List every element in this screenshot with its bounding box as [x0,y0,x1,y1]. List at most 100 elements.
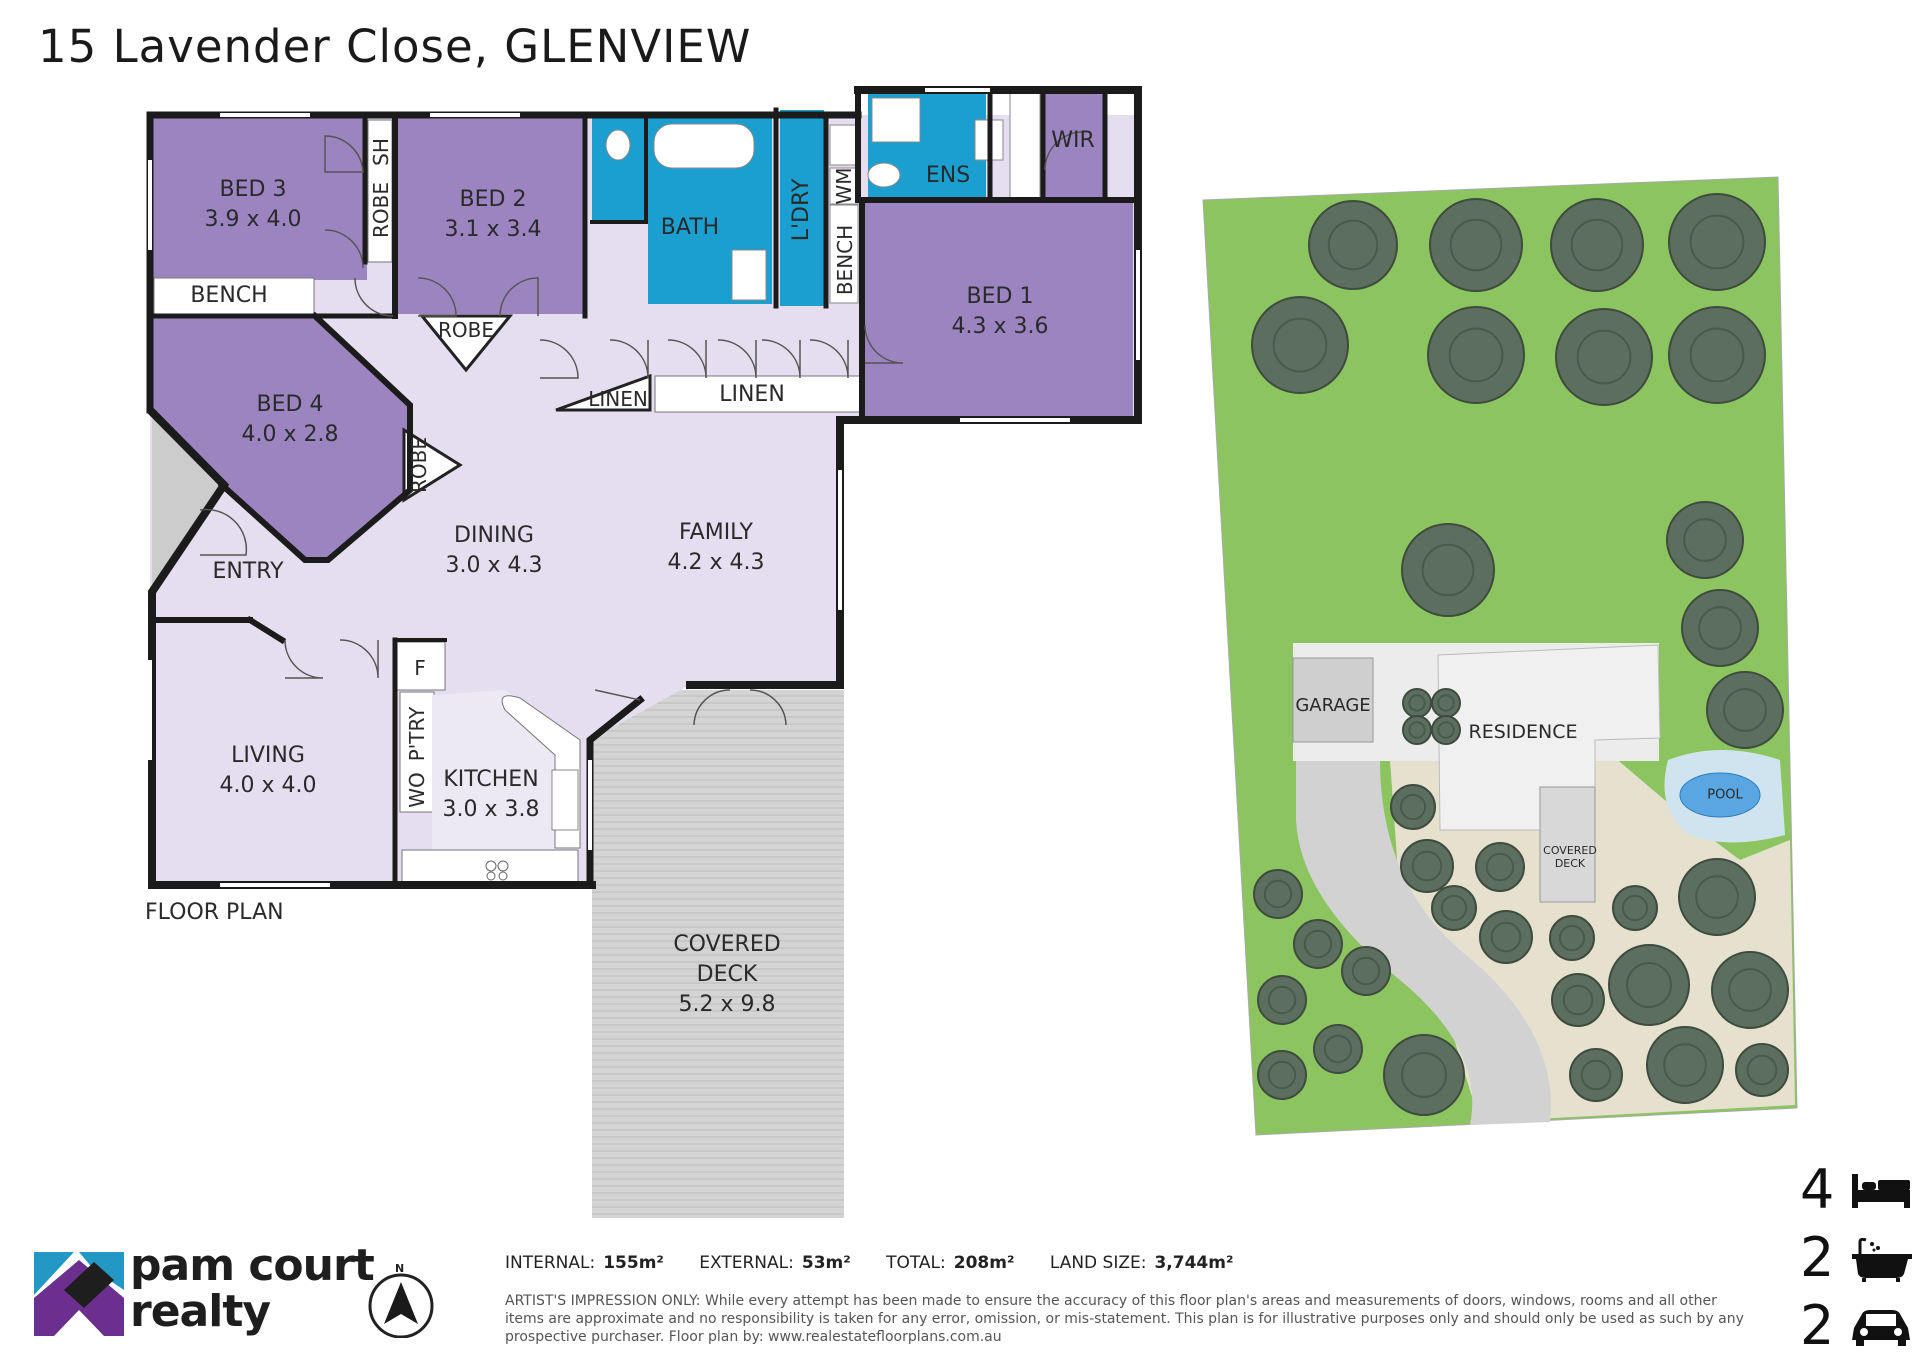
tree-canopy-ring [1449,218,1503,272]
bathrooms-feature: 2 [1800,1228,1920,1288]
tree-icon [1431,688,1461,718]
tree-icon [1551,973,1605,1027]
room-bed1-size: 4.3 x 3.6 [951,314,1049,339]
tree-canopy-ring [1490,921,1522,953]
label-ens: ENS [925,163,971,188]
site-residence [1437,644,1661,831]
tree-icon [1251,296,1349,394]
room-dining-size: 3.0 x 4.3 [445,553,543,578]
tree-canopy-ring [1437,721,1455,739]
tree-icon [1293,919,1343,969]
area-stats: INTERNAL:155m² EXTERNAL:53m² TOTAL:208m²… [505,1253,1263,1273]
room-living-name: LIVING [231,743,305,768]
tree-canopy-ring [1562,984,1594,1016]
tree-icon [1608,944,1690,1026]
car-icon [1852,1310,1910,1346]
tree-icon [1257,975,1307,1025]
tree-canopy-ring [1698,606,1742,650]
label-robe-bed2: ROBE [438,318,494,342]
covered-deck-area [592,690,844,1218]
room-kitchen: KITCHEN 3.0 x 3.8 [443,765,540,825]
label-wir: WIR [1051,128,1095,153]
room-dining: DINING 3.0 x 4.3 [446,521,543,581]
bedrooms-feature: 4 [1800,1160,1920,1220]
car-spaces-count: 2 [1800,1294,1835,1357]
tree-icon [1431,885,1477,931]
site-label-covered-deck: COVERED DECK [1543,844,1597,870]
room-dining-name: DINING [454,523,534,548]
room-bed4-name: BED 4 [256,392,324,417]
label-linen: LINEN [719,382,785,407]
site-label-residence: RESIDENCE [1468,721,1578,743]
tree-icon [1402,715,1432,745]
room-living-size: 4.0 x 4.0 [219,773,317,798]
site-pool [1679,772,1761,818]
room-bed3-name: BED 3 [219,177,287,202]
tree-icon [1569,1048,1623,1102]
tree-canopy-ring [1576,329,1632,385]
tree-icon [1706,671,1784,749]
tree-canopy-ring [1683,518,1727,562]
tree-icon [1427,306,1525,404]
room-living: LIVING 4.0 x 4.0 [220,741,317,801]
label-fridge: F [414,656,426,680]
room-deck-line2: DECK [696,962,758,987]
label-linen-small: LINEN [588,387,648,411]
tree-icon [1555,308,1653,406]
tree-icon [1678,858,1756,936]
tree-canopy-ring [1411,850,1443,882]
tree-canopy-ring [1263,879,1293,909]
tree-icon [1668,193,1766,291]
room-bed3-size: 3.9 x 4.0 [204,207,302,232]
stat-total-value: 208m² [953,1253,1015,1273]
tree-icon [1431,715,1461,745]
bed1-fill [865,200,1133,418]
site-label-garage: GARAGE [1295,695,1371,716]
tree-canopy-ring [1558,924,1586,952]
room-bed2: BED 2 3.1 x 3.4 [445,185,542,245]
room-bed1-name: BED 1 [966,284,1034,309]
wir-fill [1045,92,1103,202]
tree-canopy-ring [1437,694,1455,712]
tree-icon [1402,688,1432,718]
bed-icon [1852,1174,1910,1208]
bathrooms-count: 2 [1800,1226,1835,1289]
car-spaces-feature: 2 [1800,1296,1920,1356]
site-driveway [1296,760,1551,1125]
room-bed3: BED 3 3.9 x 4.0 [205,175,302,235]
tree-icon [1681,589,1759,667]
tree-canopy-ring [1689,327,1745,383]
disclaimer-text: ARTIST'S IMPRESSION ONLY: While every at… [505,1293,1744,1345]
stat-external-value: 53m² [801,1253,851,1273]
tree-canopy-ring [1626,962,1672,1008]
room-bed4-size: 4.0 x 2.8 [241,422,339,447]
stat-external-label: EXTERNAL: [699,1253,794,1273]
tree-canopy-ring [1303,929,1333,959]
brand-name-line2: realty [130,1286,271,1337]
tree-canopy-ring [1621,894,1649,922]
tree-icon [1711,951,1789,1029]
page-title: 15 Lavender Close, GLENVIEW [38,20,752,73]
tree-canopy-ring [1399,793,1427,821]
tree-icon [1308,200,1398,290]
tree-canopy-ring [1401,1052,1447,1098]
tree-icon [1401,523,1495,617]
room-family-size: 4.2 x 4.3 [667,550,765,575]
room-family: FAMILY 4.2 x 4.3 [668,518,765,578]
tree-canopy-ring [1746,1054,1778,1086]
label-bath: BATH [660,215,720,240]
tree-icon [1549,915,1595,961]
tree-icon [1429,198,1523,292]
tree-icon [1383,1034,1465,1116]
site-label-pool: POOL [1707,787,1743,803]
tree-icon [1341,946,1391,996]
tree-canopy-ring [1421,543,1475,597]
tree-canopy-ring [1580,1059,1612,1091]
label-bench: BENCH [190,283,268,308]
tree-canopy-ring [1323,1034,1353,1064]
site-garage [1292,657,1374,743]
label-entry: ENTRY [212,559,284,584]
bed3-fill [152,118,367,280]
stat-internal-label: INTERNAL: [505,1253,596,1273]
